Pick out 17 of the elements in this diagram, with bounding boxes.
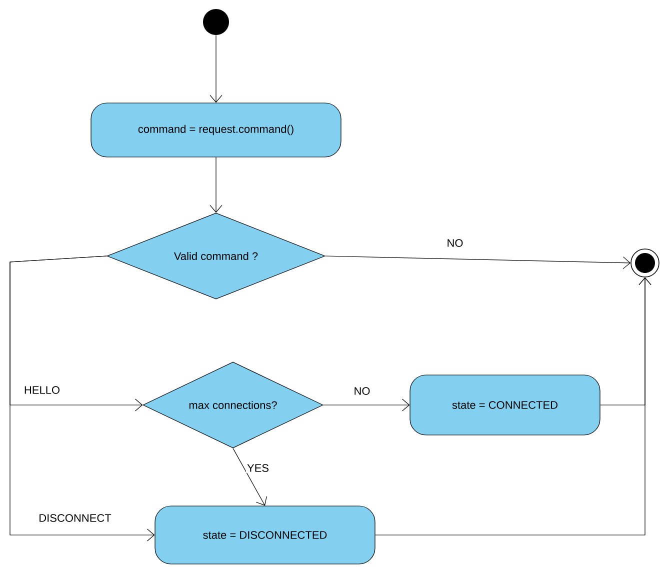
arrow <box>325 256 631 270</box>
action-box: command = request.command() <box>90 102 342 158</box>
edge-label: HELLO <box>22 385 62 395</box>
arrow <box>10 256 155 542</box>
final-node <box>630 248 660 278</box>
initial-node <box>203 9 229 35</box>
edge-label: NO <box>352 386 372 396</box>
edge-label: NO <box>446 238 464 248</box>
arrow <box>232 448 267 506</box>
arrow <box>210 157 222 213</box>
edge-label: DISCONNECT <box>38 513 112 523</box>
action-box: state = CONNECTED <box>410 374 600 436</box>
edge-label: YES <box>246 463 270 473</box>
action-box: state = DISCONNECTED <box>154 506 376 564</box>
arrow <box>323 398 410 412</box>
arrow <box>375 277 652 536</box>
arrow <box>210 34 222 103</box>
